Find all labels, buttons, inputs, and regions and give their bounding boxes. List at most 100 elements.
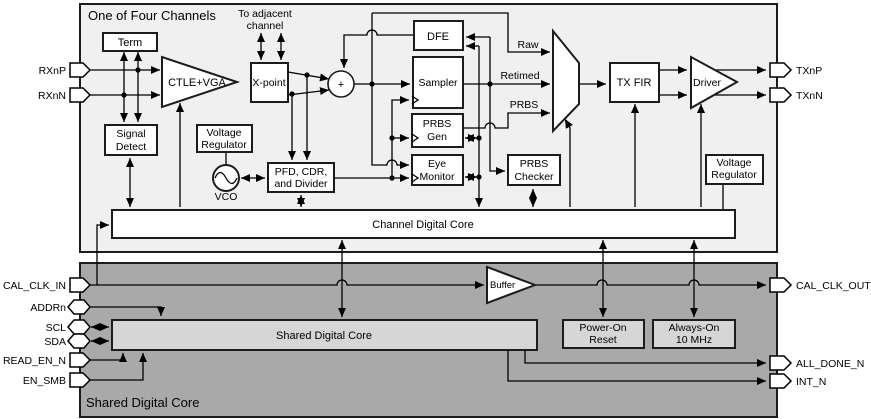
en-smb-label: EN_SMB <box>23 375 66 387</box>
pfd-cdr-divider-block: PFD, CDR, and Divider <box>267 162 335 193</box>
cal-clk-in-label: CAL_CLK_IN <box>3 280 66 292</box>
prbs-signal-label: PRBS <box>510 99 539 111</box>
raw-wire <box>372 12 550 56</box>
vco-block: VCO <box>212 164 240 203</box>
channel-digital-core-label: Channel Digital Core <box>372 219 474 231</box>
x-point-label: X-point <box>252 77 285 89</box>
shared-digital-core-bar-label: Shared Digital Core <box>276 330 372 342</box>
driver-label: Driver <box>693 77 722 89</box>
rxnn-pin <box>69 87 92 103</box>
sampler-block: Sampler <box>411 56 464 109</box>
always-on-label-2: 10 MHz <box>676 334 712 346</box>
adjacent-note-2: channel <box>247 20 284 32</box>
int-n-wire <box>507 350 766 385</box>
pfd-label-1: PFD, CDR, <box>275 166 328 178</box>
vreg-left-label-1: Voltage <box>206 127 241 139</box>
vreg-left-label-2: Regulator <box>201 139 247 151</box>
tx-fir-block: TX FIR <box>609 62 660 103</box>
sampler-label: Sampler <box>418 77 458 89</box>
buffer-triangle <box>486 265 538 305</box>
mux-select-wire <box>564 118 573 207</box>
ctle-vga-label: CTLE+VGA <box>168 77 226 89</box>
power-on-reset-block <box>562 319 645 349</box>
txnn-pin <box>769 87 793 103</box>
all-done-n-label: ALL_DONE_N <box>796 358 864 370</box>
all-done-n-pin <box>769 355 793 371</box>
junction-dots <box>121 67 493 181</box>
shared-digital-core-block <box>111 319 538 351</box>
retimed-signal-label: Retimed <box>500 70 539 82</box>
tx-fir-label: TX FIR <box>617 77 652 89</box>
clock-input-icon <box>411 173 420 183</box>
prbs-gen-label-2: Gen <box>427 131 447 143</box>
power-on-reset-label-1: Power-On <box>579 322 626 334</box>
scl-label: SCL <box>46 322 67 334</box>
clock-input-icon <box>411 133 420 143</box>
prbs-gen-block: PRBS Gen <box>411 113 464 148</box>
addrn-pin <box>67 299 91 315</box>
all-done-wire <box>524 350 766 367</box>
cal-clk-in-wire <box>90 279 484 289</box>
prbs-checker-label-2: Checker <box>514 171 554 183</box>
sda-pin <box>67 333 91 349</box>
cal-clk-out-wire <box>535 279 766 289</box>
cal-clk-out-pin <box>769 277 793 293</box>
driver-block: Driver <box>690 55 740 110</box>
sda-label: SDA <box>44 336 66 348</box>
vreg-right-label-2: Regulator <box>711 169 757 181</box>
signal-detect-label-2: Detect <box>116 141 146 153</box>
eye-monitor-block: Eye Monitor <box>411 154 464 186</box>
vco-label: VCO <box>215 191 238 203</box>
prbs-checker-label-1: PRBS <box>520 158 549 170</box>
txnp-pin <box>769 62 793 78</box>
read-en-n-label: READ_EN_N <box>3 355 66 367</box>
power-on-reset-label-2: Reset <box>589 334 617 346</box>
channel-title: One of Four Channels <box>88 8 216 23</box>
plus-icon: + <box>338 79 344 91</box>
vreg-right-label-1: Voltage <box>716 157 751 169</box>
scl-pin <box>67 319 91 335</box>
en-smb-pin <box>69 372 92 388</box>
dfe-feedback-wire <box>340 29 414 68</box>
int-n-label: INT_N <box>796 376 826 388</box>
always-on-label-1: Always-On <box>669 322 720 334</box>
sine-wave-icon <box>214 171 238 185</box>
wires <box>89 12 766 385</box>
prbs-gen-label-1: PRBS <box>423 118 452 130</box>
eye-data-wire <box>371 13 409 169</box>
ctle-vga-triangle <box>161 55 241 109</box>
voltage-regulator-right-block: Voltage Regulator <box>705 154 764 185</box>
output-mux <box>552 28 580 134</box>
buffer-label: Buffer <box>490 280 515 291</box>
adjacent-note-1: To adjacent <box>238 8 292 20</box>
pfd-label-2: and Divider <box>274 178 328 190</box>
x-point-block: X-point <box>250 62 289 103</box>
summing-node: + <box>327 70 355 98</box>
ctle-vga-block: CTLE+VGA <box>161 55 241 109</box>
eye-monitor-label-2: Monitor <box>419 171 455 183</box>
raw-signal-label: Raw <box>517 39 538 51</box>
eye-monitor-label-1: Eye <box>428 158 446 170</box>
voltage-regulator-left-block: Voltage Regulator <box>196 124 253 153</box>
cal-clk-in-pin <box>69 277 92 293</box>
clock-input-icon <box>411 95 420 105</box>
buffer-block: Buffer <box>486 265 538 305</box>
read-en-n-pin <box>69 352 92 368</box>
shared-region-label: Shared Digital Core <box>86 395 199 410</box>
always-on-10mhz-block <box>652 319 736 349</box>
driver-triangle <box>690 55 740 110</box>
channel-digital-core-block <box>111 209 736 239</box>
pin-labels: RXnP RXnN CAL_CLK_IN ADDRn SCL SDA READ_… <box>3 65 871 388</box>
signal-detect-label-1: Signal <box>116 128 145 140</box>
signal-detect-block: Signal Detect <box>104 124 158 156</box>
rxnp-label: RXnP <box>39 65 66 77</box>
pins <box>67 62 793 389</box>
dfe-label: DFE <box>427 31 449 43</box>
term-block: Term <box>102 32 158 52</box>
txnp-label: TXnP <box>796 65 822 77</box>
term-label: Term <box>118 37 142 49</box>
txnn-label: TXnN <box>796 90 823 102</box>
int-n-pin <box>769 373 793 389</box>
